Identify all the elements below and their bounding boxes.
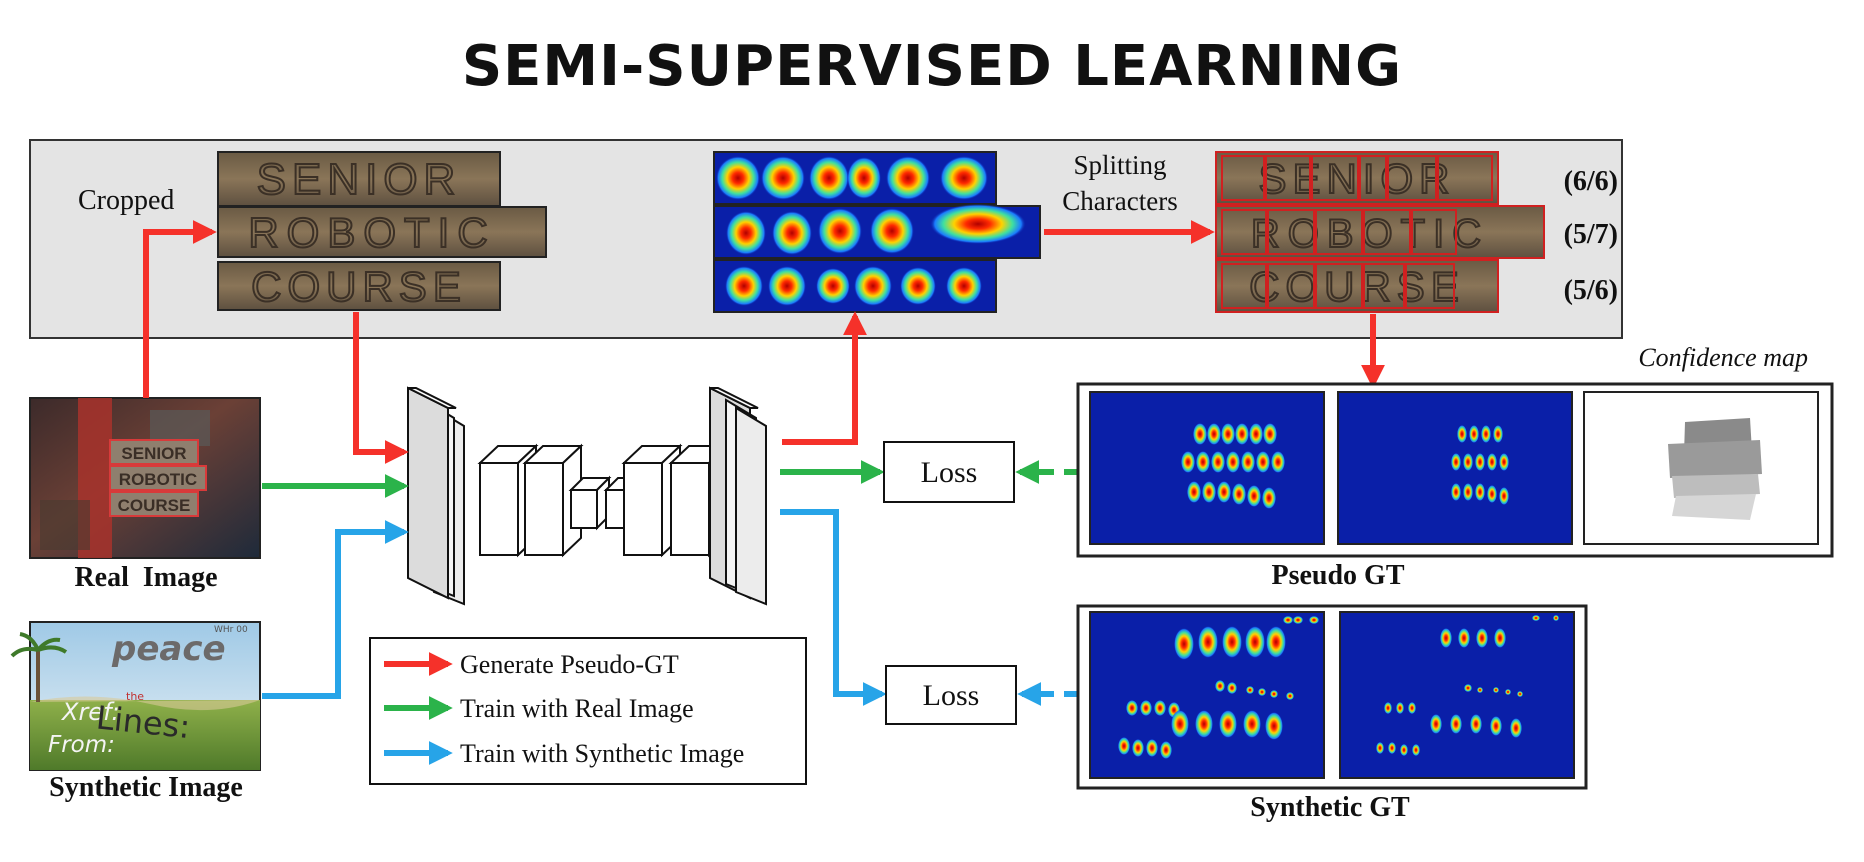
real-image-word-3: COURSE <box>118 496 191 515</box>
synthetic-word-corner: WHr 00 <box>214 625 248 635</box>
slide-title: SEMI-SUPERVISED LEARNING <box>461 34 1403 99</box>
synthetic-image-label: Synthetic Image <box>49 772 243 803</box>
synthetic-word-from: From: <box>48 732 115 758</box>
decoder-block-2 <box>621 443 730 558</box>
split-character-words: SENIOR ROBOTIC COURSE <box>1215 151 1545 313</box>
heatmap-word-1-blobs <box>716 156 988 200</box>
split-word-1-text: SENIOR <box>1258 155 1455 202</box>
ratio-1: (6/6) <box>1564 166 1618 197</box>
cropped-word-2-text: ROBOTIC <box>248 209 495 256</box>
loss-box-top <box>883 441 1015 503</box>
confidence-map-label: Confidence map <box>1638 343 1808 372</box>
split-word-2-image <box>1215 205 1545 259</box>
ratio-3: (5/6) <box>1564 275 1618 306</box>
cropped-word-1-text: SENIOR <box>257 155 462 204</box>
ratio-2: (5/7) <box>1564 219 1618 250</box>
network <box>407 386 767 606</box>
cropped-label: Cropped <box>78 185 174 216</box>
legend-label-1: Generate Pseudo-GT <box>460 650 679 679</box>
heatmap-word-2-blobs <box>726 204 1026 255</box>
arrow-cropped-to-network <box>353 312 409 464</box>
splitting-label-line-2: Characters <box>1062 186 1177 216</box>
green-arrows <box>262 460 1080 498</box>
loss-box-bottom <box>885 665 1017 725</box>
pseudo-gt-panel <box>1076 382 1834 558</box>
arrow-network-to-heatmap <box>782 311 867 445</box>
region-score-heatmaps <box>713 151 1041 313</box>
synthetic-image: peace WHr 00 the Xref: Lines: From: <box>10 621 261 771</box>
synthetic-gt-panel <box>1076 604 1588 790</box>
synthetic-gt-label: Synthetic GT <box>1250 792 1410 823</box>
encoder-input-block <box>407 386 465 606</box>
real-image-word-2: ROBOTIC <box>119 470 197 489</box>
pseudo-gt-label: Pseudo GT <box>1271 560 1404 591</box>
real-image: SENIOR ROBOTIC COURSE <box>29 397 261 559</box>
cropped-word-1-image <box>217 151 501 207</box>
blue-arrows <box>262 509 1080 706</box>
confidence-map-regions <box>1668 418 1762 520</box>
heatmap-word-3-blobs <box>725 266 982 306</box>
real-image-word-1: SENIOR <box>121 444 186 463</box>
cropped-word-2-image <box>217 206 547 258</box>
loss-bottom-label: Loss <box>923 679 980 712</box>
decoder-output-block <box>709 386 767 606</box>
legend-label-3: Train with Synthetic Image <box>460 739 744 768</box>
red-arrows <box>143 220 1385 464</box>
split-word-3-text: COURSE <box>1249 263 1465 310</box>
cropped-word-3-text: COURSE <box>251 263 467 310</box>
split-word-3-boxes <box>1221 263 1455 309</box>
splitting-label-line-1: Splitting <box>1073 150 1166 180</box>
real-image-label: Real Image <box>74 562 217 593</box>
split-word-2-boxes <box>1221 209 1457 255</box>
legend: Generate Pseudo-GT Train with Real Image… <box>369 637 807 785</box>
split-word-1-boxes <box>1221 155 1493 201</box>
synthetic-gt-affinity-blobs <box>1376 615 1559 756</box>
cropped-words: SENIOR ROBOTIC COURSE <box>217 151 547 311</box>
synthetic-gt-affinity-map <box>1339 611 1575 779</box>
split-word-3-image <box>1215 259 1499 313</box>
arrow-synthetic-to-network <box>262 520 409 699</box>
pseudo-gt-region-blobs <box>1181 423 1285 509</box>
loss-top-label: Loss <box>921 456 978 489</box>
cropped-word-3-image <box>217 261 501 311</box>
pseudo-gt-affinity-blobs <box>1451 425 1509 505</box>
legend-label-2: Train with Real Image <box>460 694 694 723</box>
synthetic-word-peace: peace <box>111 629 226 669</box>
encoder-block-2 <box>477 443 584 558</box>
arrow-network-to-loss-bottom <box>780 509 887 706</box>
synthetic-word-xref: Xref: <box>60 698 120 726</box>
arrow-real-to-cropped <box>143 220 217 398</box>
synthetic-gt-region-blobs <box>1118 616 1319 759</box>
split-word-2-text: ROBOTIC <box>1251 212 1489 256</box>
synthetic-word-the: the <box>126 690 144 703</box>
